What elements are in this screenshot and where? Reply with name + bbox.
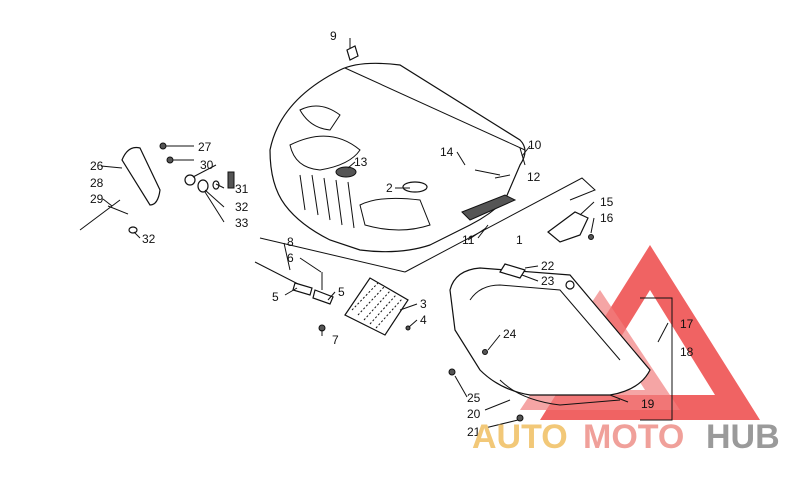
adjust-screw-28: [107, 205, 129, 215]
leader-lines: [100, 38, 669, 429]
callout-4: 4: [420, 313, 427, 327]
headlight-26: [121, 146, 161, 206]
latch-5b: [312, 289, 334, 305]
bracket-18: [640, 297, 673, 421]
fastener-22: [565, 280, 575, 290]
callout-31: 31: [235, 182, 249, 196]
callout-22: 22: [541, 259, 555, 273]
callout-21: 21: [467, 425, 481, 439]
screw-16: [588, 234, 594, 240]
callout-33: 33: [235, 216, 249, 230]
storage-tray: [448, 263, 651, 422]
callout-10: 10: [528, 138, 542, 152]
callout-23: 23: [541, 274, 555, 288]
right-headlight-lens: [359, 197, 431, 231]
callout-12: 12: [527, 170, 541, 184]
callout-3: 3: [420, 297, 427, 311]
decal-12: [474, 169, 501, 176]
grille-mesh-3: [344, 277, 409, 336]
washer-32b: [128, 226, 138, 234]
trim-20: [499, 379, 621, 406]
callout-8: 8: [287, 235, 294, 249]
hood-seal-strip: [344, 67, 526, 151]
callout-20: 20: [467, 407, 481, 421]
callout-5b: 5: [338, 285, 345, 299]
screw-27b: [166, 156, 174, 164]
bolt-21: [516, 414, 524, 422]
watermark-moto: MOTO: [583, 418, 684, 456]
callout-9: 9: [330, 29, 337, 43]
bolt-31: [227, 171, 235, 189]
grille-slats: [299, 174, 355, 229]
callout-15: 15: [600, 195, 614, 209]
callout-26: 26: [90, 159, 104, 173]
side-cover-15: [547, 211, 589, 243]
callout-28: 28: [90, 176, 104, 190]
callout-labels: 1 2 3 4 5 5 6 7 8 9 10 11 12 13 14 15 16…: [90, 29, 694, 439]
rod-8: [254, 261, 301, 286]
callout-5a: 5: [272, 290, 279, 304]
callout-25: 25: [467, 391, 481, 405]
hood-assembly: [269, 62, 526, 253]
assembly-bracket-1: [404, 177, 596, 273]
callout-14: 14: [440, 145, 454, 159]
callout-30: 30: [200, 158, 214, 172]
decal-11: [461, 194, 517, 221]
nut-30: [184, 174, 196, 186]
callout-32b: 32: [235, 200, 249, 214]
badge-2: [402, 181, 428, 193]
grommet-33: [197, 179, 209, 193]
emblem-13: [335, 166, 357, 178]
callout-11: 11: [462, 233, 475, 247]
callout-2: 2: [386, 181, 393, 195]
callout-27: 27: [198, 140, 212, 154]
hood-vent-left: [299, 105, 341, 131]
watermark-text: AUTO MOTO HUB: [472, 418, 780, 456]
latch-5a: [292, 282, 313, 296]
callout-7: 7: [332, 333, 339, 347]
callout-29: 29: [90, 192, 104, 206]
callout-24: 24: [503, 327, 517, 341]
callout-16: 16: [600, 211, 614, 225]
tray-outline: [449, 267, 651, 396]
watermark-hub: HUB: [706, 418, 780, 456]
callout-18: 18: [680, 345, 694, 359]
callout-13: 13: [354, 155, 368, 169]
callout-1: 1: [516, 233, 523, 247]
callout-32a: 32: [142, 232, 156, 246]
callout-19: 19: [641, 397, 655, 411]
callout-17: 17: [680, 317, 694, 331]
tray-inner-edge: [469, 284, 621, 361]
callout-6: 6: [287, 251, 294, 265]
screw-24: [482, 349, 488, 355]
watermark-auto: AUTO: [472, 418, 568, 456]
left-headlight-cover: [289, 135, 361, 171]
clip-9: [346, 45, 359, 61]
spring-29: [79, 199, 121, 231]
screw-25: [448, 368, 456, 376]
bumper-23: [499, 263, 526, 279]
screw-27a: [159, 142, 167, 150]
seal-end-10: [519, 147, 526, 166]
